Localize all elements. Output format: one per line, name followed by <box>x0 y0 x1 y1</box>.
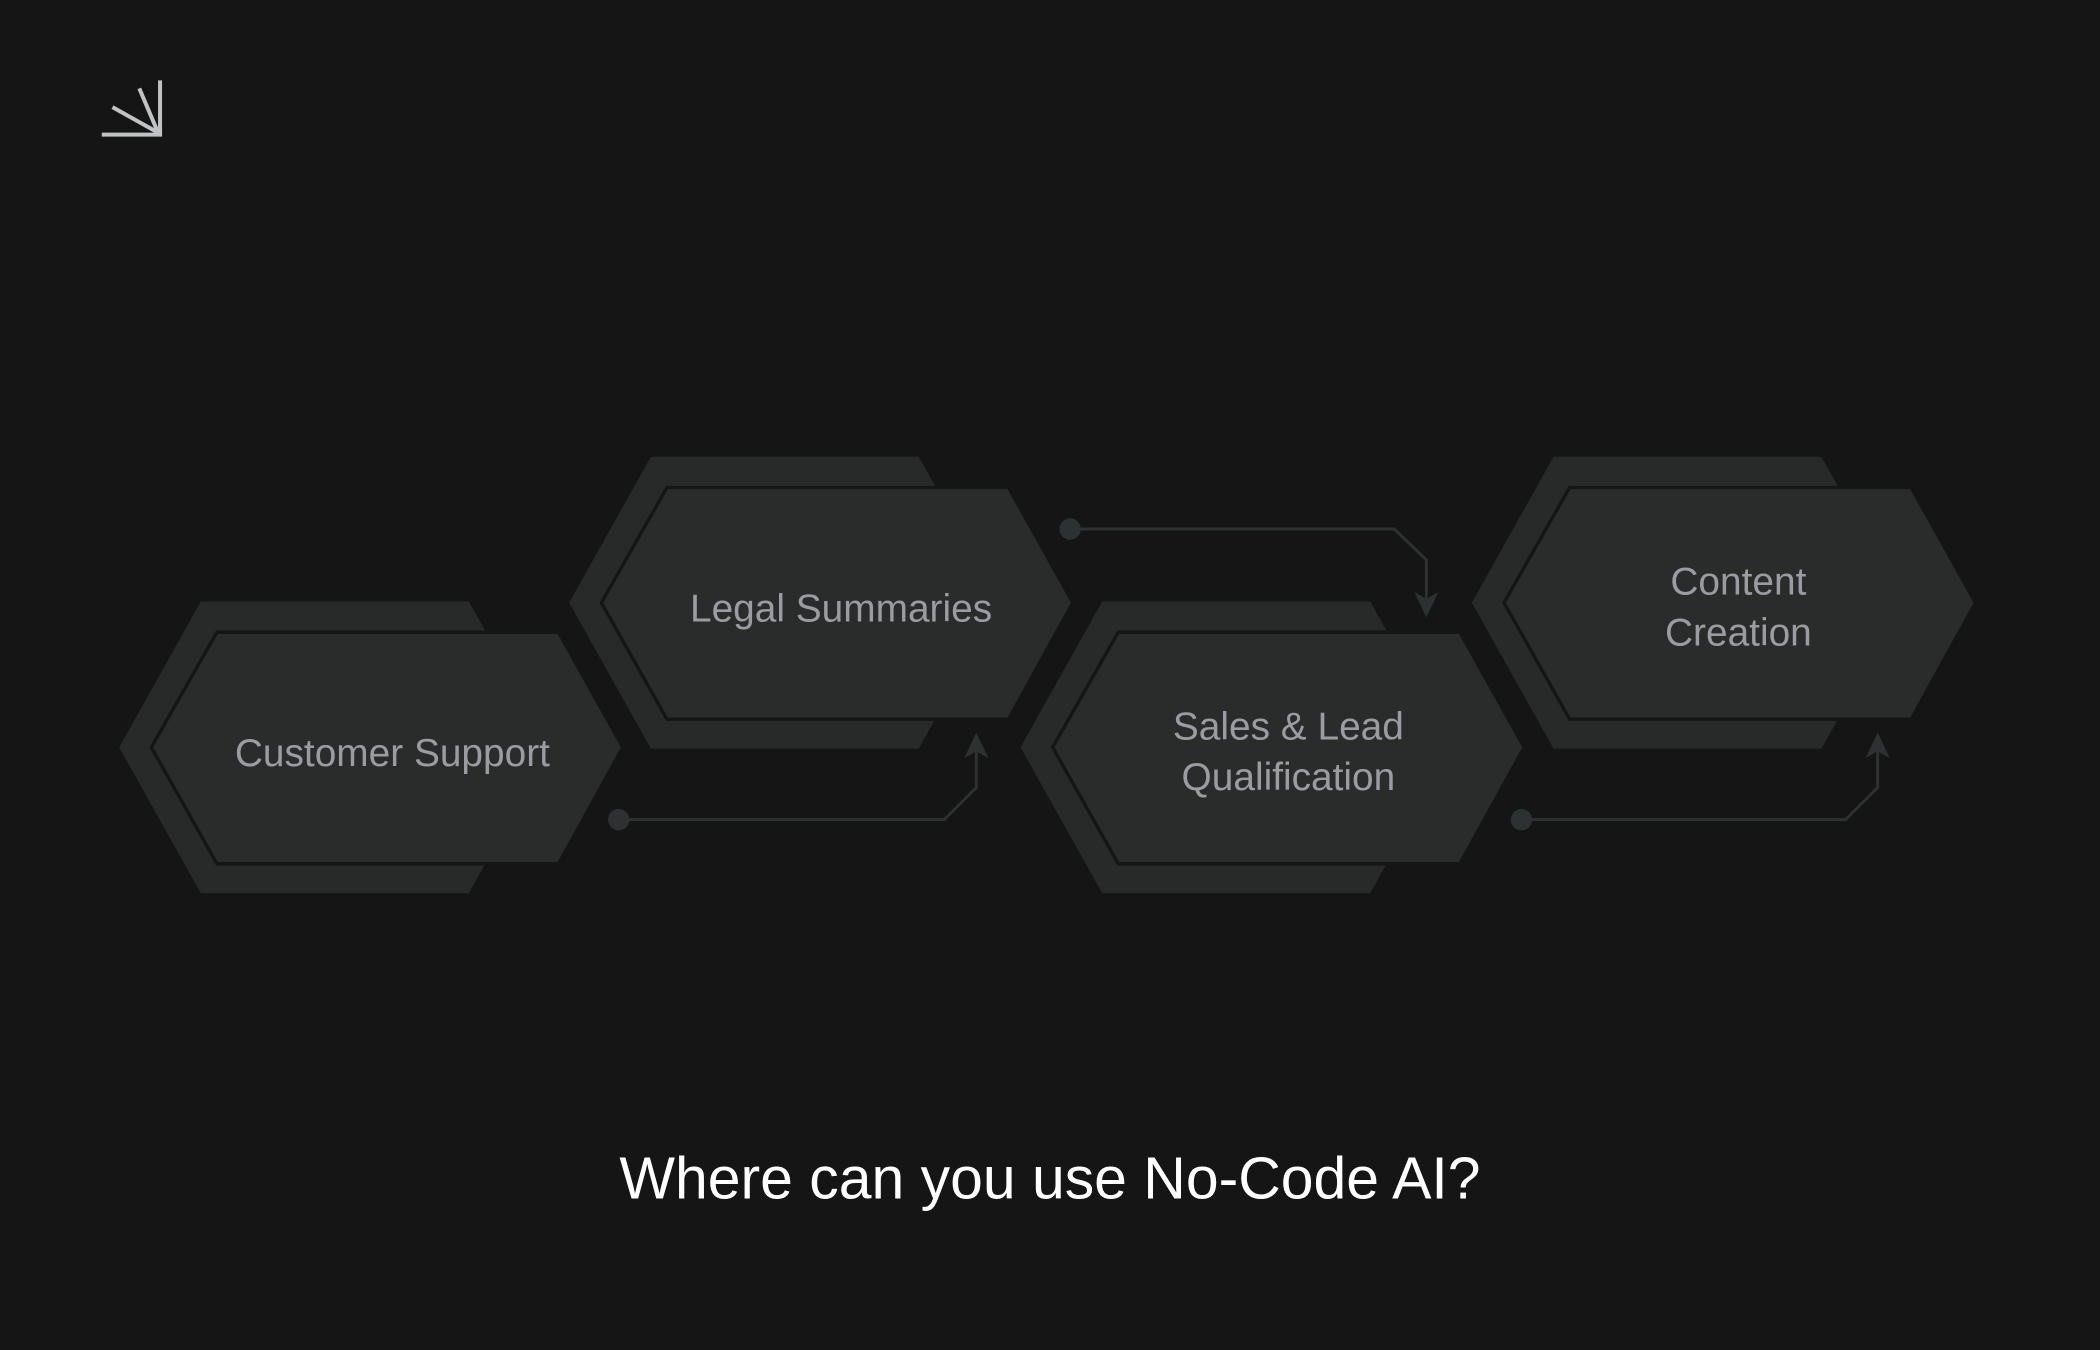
hexagon-sales-lead-qualification: Sales & Lead Qualification <box>1020 601 1527 894</box>
hexagon-customer-support: Customer Support <box>119 601 625 894</box>
step-label: Legal Summaries <box>690 587 992 630</box>
step-label-line2: Creation <box>1665 612 1812 655</box>
page-title: Where can you use No-Code AI? <box>619 1147 1480 1212</box>
step-label-line2: Qualification <box>1182 756 1396 799</box>
logo <box>101 80 163 137</box>
arrowhead-up-icon <box>1865 732 1890 759</box>
step-label-line1: Content <box>1670 561 1806 604</box>
step-label: Customer Support <box>235 732 550 775</box>
connector-arrow-3 <box>1510 732 1890 831</box>
arrowhead-down-icon <box>1414 591 1439 618</box>
hexagon-content-creation: Content Creation <box>1471 456 1978 749</box>
connector-arrow-1 <box>608 732 989 831</box>
arrowhead-up-icon <box>964 732 989 759</box>
hexagon-legal-summaries: Legal Summaries <box>569 456 1075 749</box>
step-label-line1: Sales & Lead <box>1173 705 1404 748</box>
connector-arrow-2 <box>1059 518 1439 618</box>
